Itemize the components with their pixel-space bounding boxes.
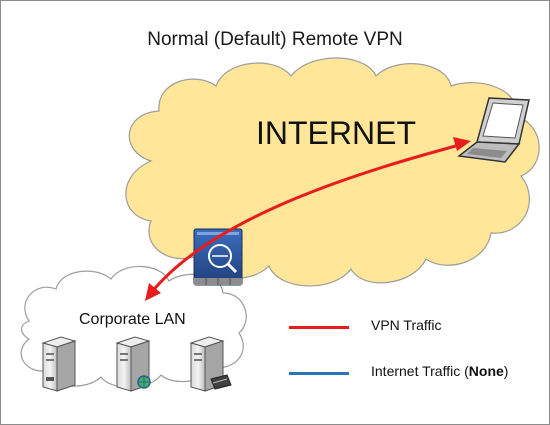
legend-internet-none: None <box>468 363 504 379</box>
legend-internet-swatch <box>289 372 349 375</box>
corporate-lan-label: Corporate LAN <box>79 311 186 328</box>
legend-internet-prefix: Internet Traffic ( <box>371 363 469 379</box>
print-server-icon <box>189 336 232 392</box>
legend-vpn-swatch <box>289 326 349 329</box>
internet-label: INTERNET <box>256 115 416 151</box>
firewall-icon <box>193 228 243 286</box>
laptop-icon <box>457 97 530 163</box>
legend-internet-label: Internet Traffic (None) <box>371 363 508 379</box>
legend-vpn-label: VPN Traffic <box>371 317 442 333</box>
legend-internet-suffix: ) <box>503 363 509 379</box>
vpn-traffic-arrow <box>145 137 471 301</box>
web-server-icon <box>115 336 151 392</box>
diagram-title: Normal (Default) Remote VPN <box>147 29 403 50</box>
internet-cloud <box>125 57 540 287</box>
server-icon <box>41 336 77 392</box>
